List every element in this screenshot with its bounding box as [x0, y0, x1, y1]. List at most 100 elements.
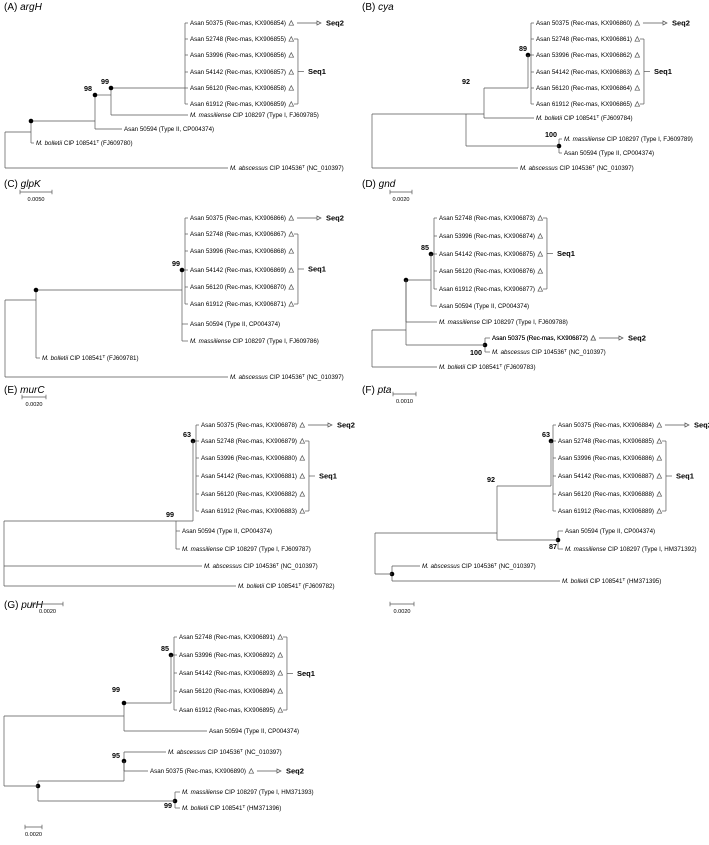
filled-triangle-icon: [288, 214, 295, 221]
taxon-label: Asan 61912 (Rec-mas, KX906859): [190, 101, 286, 108]
filled-triangle-icon: [634, 19, 641, 26]
taxon-label: Asan 50375 (Rec-mas, KX906884): [558, 422, 654, 429]
gene-name: murC: [20, 385, 45, 396]
taxon-label: M. bolletii CIP 108541T (HM371396): [182, 804, 281, 812]
filled-triangle-icon: [656, 490, 663, 497]
taxon-label: Asan 52748 (Rec-mas, KX906891): [179, 634, 275, 641]
panel-letter: (F): [362, 385, 375, 396]
bootstrap-value: 99: [166, 510, 174, 519]
panel-e-title: (E) murC: [4, 385, 45, 396]
taxon-label: Asan 61912 (Rec-mas, KX906865): [536, 101, 632, 108]
taxon-label: Asan 54142 (Rec-mas, KX906857): [190, 69, 286, 76]
taxon-label: M. abscessus CIP 104536T (NC_010397): [520, 164, 634, 172]
filled-triangle-icon: [656, 507, 663, 514]
taxon-label: M. massiliense CIP 108297 (Type I, FJ609…: [564, 136, 693, 143]
panel-letter: (G): [4, 600, 19, 611]
taxon-label: Asan 50594 (Type II, CP004374): [209, 728, 299, 735]
bootstrap-value: 100: [470, 348, 482, 357]
seq2-label: Seq2: [286, 767, 304, 776]
filled-triangle-icon: [288, 230, 295, 237]
filled-triangle-icon: [656, 454, 663, 461]
panel-d-title: (D) gnd: [362, 179, 395, 190]
filled-triangle-icon: [634, 84, 641, 91]
filled-triangle-icon: [634, 51, 641, 58]
seq2-label: Seq2: [694, 421, 709, 430]
node-dot-icon: [121, 700, 127, 706]
filled-triangle-icon: [634, 68, 641, 75]
taxon-label: M. bolletii CIP 108541T (FJ609781): [42, 354, 139, 362]
taxon-label: Asan 54142 (Rec-mas, KX906869): [190, 267, 286, 274]
gene-name: pta: [377, 385, 392, 396]
panel-letter: (E): [4, 385, 18, 396]
filled-triangle-icon: [299, 507, 306, 514]
taxon-label: M. abscessus CIP 104536T (NC_010397): [168, 748, 282, 756]
filled-triangle-icon: [656, 472, 663, 479]
panel-letter: (C): [4, 179, 18, 190]
filled-triangle-icon: [248, 767, 255, 774]
taxon-label: Asan 61912 (Rec-mas, KX906895): [179, 707, 275, 714]
taxon-label: Asan 52748 (Rec-mas, KX906861): [536, 36, 632, 43]
taxon-label: Asan 50375 (Rec-mas, KX906872): [492, 335, 588, 342]
gene-name: cya: [378, 2, 394, 13]
taxon-label: Asan 50375 (Rec-mas, KX906872): [492, 335, 588, 342]
taxon-label: Asan 61912 (Rec-mas, KX906877): [439, 286, 535, 293]
taxon-label: Asan 61912 (Rec-mas, KX906871): [190, 301, 286, 308]
seq1-label: Seq1: [654, 67, 672, 76]
scale-bar-label: 0.0010: [396, 399, 413, 405]
filled-triangle-icon: [634, 35, 641, 42]
bootstrap-value: 99: [164, 801, 172, 810]
taxon-label: Asan 54142 (Rec-mas, KX906893): [179, 670, 275, 677]
taxon-label: Asan 52748 (Rec-mas, KX906855): [190, 36, 286, 43]
filled-triangle-icon: [288, 35, 295, 42]
gene-name: glpK: [20, 179, 41, 190]
scale-bar-label: 0.0020: [25, 402, 42, 408]
seq1-label: Seq1: [308, 265, 326, 274]
filled-triangle-icon: [288, 283, 295, 290]
taxon-label: Asan 56120 (Rec-mas, KX906864): [536, 85, 632, 92]
taxon-label: Asan 56120 (Rec-mas, KX906894): [179, 688, 275, 695]
bootstrap-value: 87: [549, 542, 557, 551]
bootstrap-value: 95: [112, 751, 120, 760]
filled-triangle-icon: [277, 651, 284, 658]
scale-bar-label: 0.0020: [392, 197, 409, 203]
seq1-label: Seq1: [319, 472, 337, 481]
right-arrow-icon: [316, 20, 322, 26]
panel-a-title: (A) argH: [4, 2, 42, 13]
taxon-label: M. bolletii CIP 108541T (FJ609784): [536, 114, 633, 122]
node-dot-icon: [28, 118, 34, 124]
panel-c-title: (C) glpK: [4, 179, 41, 190]
scale-bar-label: 0.0020: [393, 609, 410, 615]
taxon-label: Asan 56120 (Rec-mas, KX906858): [190, 85, 286, 92]
bootstrap-value: 92: [487, 475, 495, 484]
bootstrap-value: 98: [84, 84, 92, 93]
taxon-label: Asan 54142 (Rec-mas, KX906887): [558, 473, 654, 480]
taxon-label: M. abscessus CIP 104536T (NC_010397): [230, 164, 344, 172]
taxon-label: M. abscessus CIP 104536T (NC_010397): [422, 562, 536, 570]
filled-triangle-icon: [277, 687, 284, 694]
node-dot-icon: [33, 287, 39, 293]
panel-letter: (A): [4, 2, 18, 13]
filled-triangle-icon: [656, 421, 663, 428]
taxon-label: Asan 56120 (Rec-mas, KX906870): [190, 284, 286, 291]
taxon-label: Asan 50375 (Rec-mas, KX906860): [536, 20, 632, 27]
taxon-label: M. massiliense CIP 108297 (Type I, FJ609…: [190, 338, 319, 345]
panel-f-title: (F) pta: [362, 385, 391, 396]
seq1-label: Seq1: [676, 472, 694, 481]
panel-letter: (D): [362, 179, 376, 190]
bootstrap-value: 89: [519, 44, 527, 53]
taxon-label: M. bolletii CIP 108541T (HM371395): [562, 577, 661, 585]
right-arrow-icon: [684, 422, 690, 428]
gene-name: gnd: [378, 179, 396, 190]
node-dot-icon: [108, 85, 114, 91]
taxon-label: M. massiliense CIP 108297 (Type I, HM371…: [565, 546, 697, 553]
filled-triangle-icon: [634, 100, 641, 107]
taxon-label: Asan 50375 (Rec-mas, KX906854): [190, 20, 286, 27]
seq2-label: Seq2: [326, 19, 344, 28]
taxon-label: Asan 52748 (Rec-mas, KX906879): [201, 438, 297, 445]
taxon-label: M. massiliense CIP 108297 (Type I, FJ609…: [182, 546, 311, 553]
taxon-label: Asan 54142 (Rec-mas, KX906875): [439, 251, 535, 258]
scale-bar-label: 0.0020: [25, 832, 42, 838]
right-arrow-icon: [327, 422, 333, 428]
taxon-label: Asan 50594 (Type II, CP004374): [124, 126, 214, 133]
